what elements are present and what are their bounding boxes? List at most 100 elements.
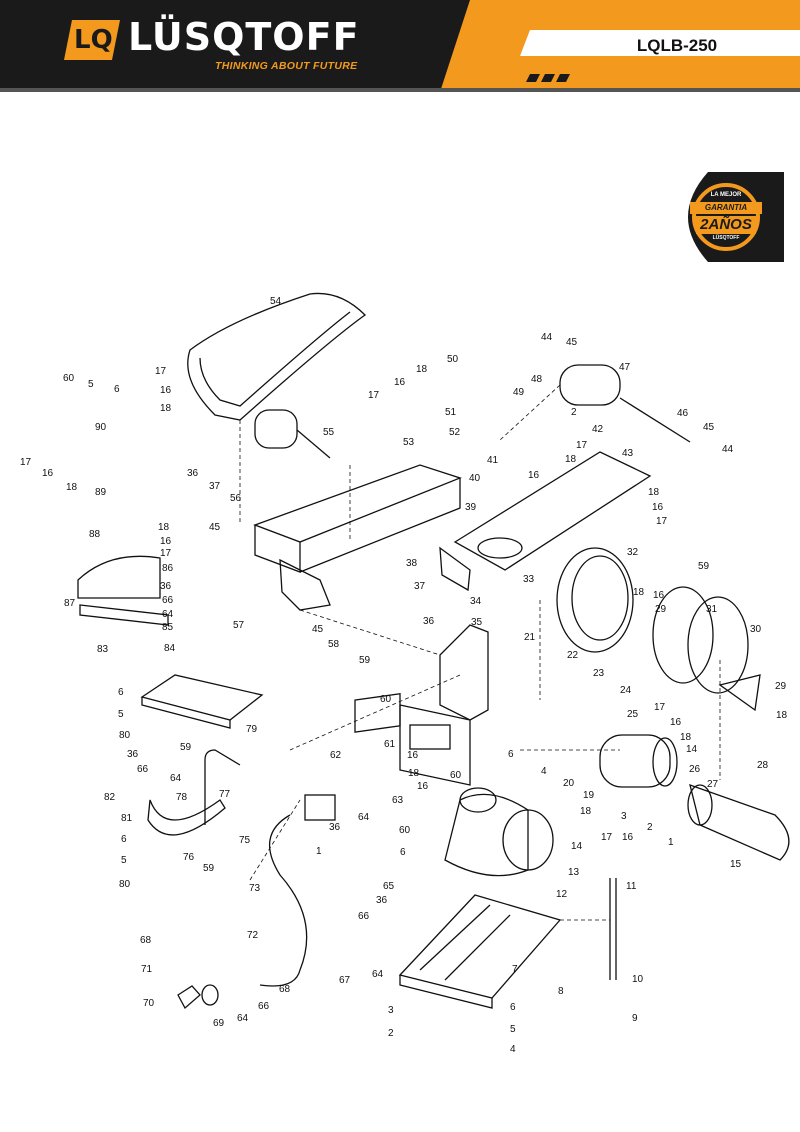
brand-tagline: THINKING ABOUT FUTURE: [215, 60, 358, 72]
badge-line-3: 2AÑOS: [700, 216, 752, 233]
part-number-label: 70: [143, 998, 155, 1009]
logo-mark: LQ: [74, 25, 113, 55]
part-number-label: 17: [576, 440, 588, 451]
part-number-label: 23: [593, 668, 605, 679]
part-number-label: 2: [388, 1028, 394, 1039]
header-band: LQ LÜSQTOFF THINKING ABOUT FUTURE LQLB-2…: [0, 0, 800, 92]
part-number-label: 44: [722, 444, 734, 455]
part-number-label: 87: [64, 598, 76, 609]
part-number-label: 18: [776, 710, 788, 721]
part-number-label: 17: [656, 516, 668, 527]
part-number-label: 28: [757, 760, 769, 771]
part-number-label: 2: [647, 822, 653, 833]
part-number-label: 18: [565, 454, 577, 465]
part-number-label: 90: [95, 422, 107, 433]
part-number-label: 37: [209, 481, 221, 492]
part-number-label: 14: [686, 744, 698, 755]
part-number-label: 64: [237, 1013, 249, 1024]
part-number-label: 66: [258, 1001, 270, 1012]
part-number-label: 36: [376, 895, 388, 906]
part-number-label: 10: [632, 974, 644, 985]
part-number-label: 18: [158, 522, 170, 533]
part-number-label: 17: [155, 366, 167, 377]
part-number-label: 63: [392, 795, 404, 806]
part-number-label: 27: [707, 779, 719, 790]
part-number-label: 60: [63, 373, 75, 384]
part-number-label: 36: [160, 581, 172, 592]
part-number-label: 68: [279, 984, 291, 995]
part-number-label: 54: [270, 296, 282, 307]
part-number-label: 61: [384, 739, 396, 750]
part-number-label: 24: [620, 685, 632, 696]
part-number-label: 88: [89, 529, 101, 540]
part-number-label: 43: [622, 448, 634, 459]
part-number-label: 16: [407, 750, 419, 761]
part-number-label: 16: [160, 385, 172, 396]
part-number-label: 38: [406, 558, 418, 569]
part-number-label: 16: [160, 536, 172, 547]
header-shapes: [0, 0, 800, 92]
part-number-label: 45: [703, 422, 715, 433]
part-number-label: 26: [689, 764, 701, 775]
part-number-label: 5: [121, 855, 127, 866]
part-number-label: 52: [449, 427, 461, 438]
part-number-label: 15: [730, 859, 742, 870]
part-number-label: 35: [471, 617, 483, 628]
badge-line-1: LA MEJOR: [710, 192, 742, 198]
part-number-label: 40: [469, 473, 481, 484]
part-number-label: 20: [563, 778, 575, 789]
part-number-label: 58: [328, 639, 340, 650]
part-number-label: 64: [170, 773, 182, 784]
part-number-label: 16: [417, 781, 429, 792]
part-number-label: 6: [400, 847, 406, 858]
part-number-label: 72: [247, 930, 259, 941]
part-number-label: 60: [399, 825, 411, 836]
part-number-label: 82: [104, 792, 116, 803]
part-number-label: 78: [176, 792, 188, 803]
part-number-label: 16: [653, 590, 665, 601]
assembly-lines: [239, 384, 721, 921]
part-number-label: 55: [323, 427, 335, 438]
part-number-label: 6: [121, 834, 127, 845]
part-number-label: 36: [423, 616, 435, 627]
part-number-label: 79: [246, 724, 258, 735]
part-number-label: 11: [626, 881, 637, 892]
part-number-label: 36: [187, 468, 199, 479]
part-number-label: 53: [403, 437, 415, 448]
badge-shape: [688, 172, 784, 262]
part-number-label: 16: [528, 470, 540, 481]
part-number-label: 17: [368, 390, 380, 401]
part-number-label: 64: [372, 969, 384, 980]
part-number-label: 66: [162, 595, 174, 606]
part-number-label: 30: [750, 624, 762, 635]
part-number-label: 66: [358, 911, 370, 922]
brand-name: LÜSQTOFF: [128, 15, 360, 59]
part-number-label: 66: [137, 764, 149, 775]
part-number-label: 33: [523, 574, 535, 585]
part-number-label: 45: [209, 522, 221, 533]
part-number-label: 13: [568, 867, 580, 878]
part-number-label: 37: [414, 581, 426, 592]
part-number-label: 2: [571, 407, 577, 418]
part-number-label: 59: [203, 863, 215, 874]
badge-line-2: GARANTIA: [704, 203, 748, 212]
part-number-label: 50: [447, 354, 459, 365]
part-number-label: 59: [180, 742, 192, 753]
part-number-label: 18: [160, 403, 172, 414]
part-number-label: 3: [621, 811, 627, 822]
part-number-label: 17: [654, 702, 666, 713]
part-number-label: 44: [541, 332, 553, 343]
part-number-label: 4: [541, 766, 547, 777]
part-number-label: 17: [601, 832, 613, 843]
part-number-label: 57: [233, 620, 245, 631]
part-number-label: 76: [183, 852, 195, 863]
part-number-label: 48: [531, 374, 543, 385]
part-number-label: 62: [330, 750, 342, 761]
part-number-label: 29: [775, 681, 787, 692]
part-number-label: 64: [162, 609, 174, 620]
part-number-label: 83: [97, 644, 109, 655]
part-number-label: 32: [627, 547, 639, 558]
part-number-label: 19: [583, 790, 595, 801]
part-number-label: 67: [339, 975, 351, 986]
part-number-label: 36: [127, 749, 139, 760]
